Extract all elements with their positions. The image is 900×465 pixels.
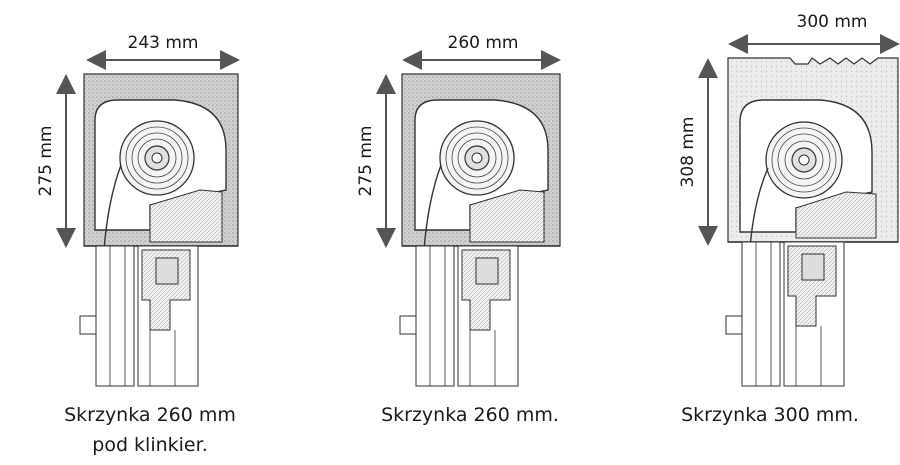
height-label: 275 mm xyxy=(356,125,376,197)
caption-line-1: Skrzynka 260 mm xyxy=(64,404,236,426)
height-label: 308 mm xyxy=(678,116,698,188)
roller-box-diagram-3 xyxy=(698,34,900,387)
panel-caption: Skrzynka 260 mm pod klinkier. xyxy=(20,400,280,460)
panel-box-300: 300 mm 308 mm Skrzynka 300 mm. xyxy=(640,0,900,465)
window-frame xyxy=(399,245,519,387)
roller-drum xyxy=(765,121,843,199)
caption-line-2: pod klinkier. xyxy=(92,434,208,456)
panel-box-260: 260 mm 275 mm Skrzynka 260 mm. xyxy=(320,0,620,465)
panel-caption: Skrzynka 260 mm. xyxy=(340,400,600,430)
caption-line-1: Skrzynka 260 mm. xyxy=(381,404,559,426)
roller-box-diagram-1 xyxy=(56,50,240,387)
panel-box-243: 243 mm 275 mm Skrzynka 260 mm pod klinki… xyxy=(0,0,300,465)
roller-drum xyxy=(439,120,515,196)
width-label: 300 mm xyxy=(796,12,868,32)
panel-caption: Skrzynka 300 mm. xyxy=(640,400,900,430)
window-frame xyxy=(725,241,845,387)
width-label: 243 mm xyxy=(127,33,199,53)
roller-drum xyxy=(119,120,195,196)
caption-line-1: Skrzynka 300 mm. xyxy=(681,404,859,426)
window-frame xyxy=(79,245,199,387)
height-label: 275 mm xyxy=(36,125,56,197)
width-label: 260 mm xyxy=(447,33,519,53)
roller-box-diagram-2 xyxy=(376,50,561,387)
